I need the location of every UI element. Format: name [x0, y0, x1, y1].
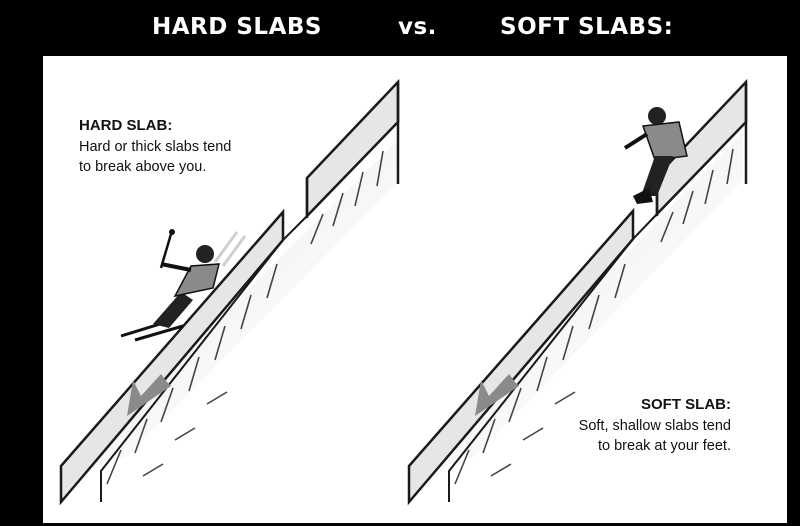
- hard-snow-layer-hatching: [106, 150, 384, 485]
- hard-slab-text-line-1: Hard or thick slabs tend: [79, 139, 232, 155]
- snowboarder-icon: [623, 107, 688, 204]
- hard-slab-text-line-2: to break above you.: [79, 159, 207, 175]
- hard-slide-arrow-icon: [127, 374, 171, 416]
- soft-slide-arrow-icon: [475, 374, 519, 416]
- soft-slabs-title: SOFT SLABS:: [500, 14, 674, 40]
- soft-lower-slab: [407, 207, 635, 506]
- hard-motion-lines: [213, 231, 247, 267]
- hard-slabs-title: HARD SLABS: [152, 14, 322, 40]
- hard-slab-illustration: [59, 78, 400, 506]
- soft-slab-text-line-1: Soft, shallow slabs tend: [578, 418, 731, 434]
- soft-snow-layer-hatching: [454, 148, 734, 485]
- soft-slab-caption: SOFT SLAB: Soft, shallow slabs tend to b…: [579, 396, 731, 456]
- hard-lower-slab: [59, 208, 285, 506]
- soft-slab-heading: SOFT SLAB:: [641, 396, 731, 413]
- slab-diagram: [59, 78, 748, 506]
- diagram-panel: HARD SLAB: Hard or thick slabs tend to b…: [43, 56, 787, 523]
- skier-icon: [120, 229, 220, 342]
- soft-slab-text-line-2: to break at your feet.: [598, 438, 731, 454]
- hard-slab-caption: HARD SLAB: Hard or thick slabs tend to b…: [79, 117, 231, 177]
- versus-label: vs.: [398, 14, 437, 40]
- hard-bed-surface: [100, 215, 308, 502]
- soft-bed-surface: [448, 213, 658, 502]
- soft-slab-illustration: [407, 78, 748, 506]
- hard-slab-heading: HARD SLAB:: [79, 117, 173, 134]
